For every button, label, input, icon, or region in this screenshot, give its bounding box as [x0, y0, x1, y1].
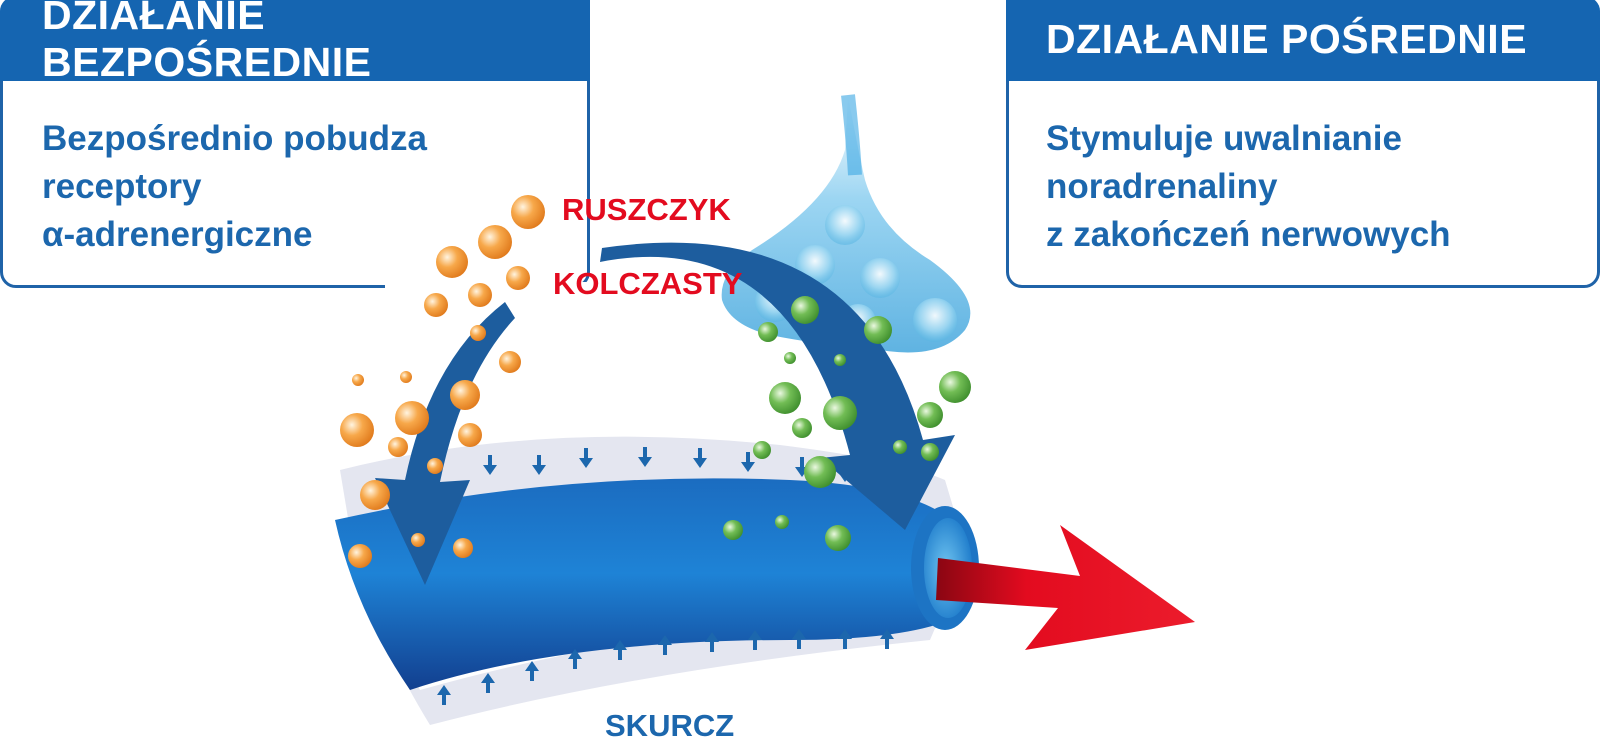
green-noradrenaline-particles: [723, 296, 971, 551]
indirect-action-line-1: Stymuluje uwalnianie: [1046, 119, 1402, 158]
indirect-action-line-2: noradrenaliny: [1046, 167, 1278, 206]
indirect-action-description: Stymuluje uwalnianie noradrenaliny z zak…: [1046, 115, 1451, 259]
plant-name-line-2: KOLCZASTY: [553, 266, 743, 301]
indirect-action-line-3: z zakończeń nerwowych: [1046, 215, 1451, 254]
contraction-label: SKURCZ: [605, 708, 735, 743]
direct-action-panel: DZIAŁANIE BEZPOŚREDNIE Bezpośrednio pobu…: [0, 0, 594, 292]
direct-action-line-2: receptory: [42, 167, 202, 206]
direct-action-description: Bezpośrednio pobudza receptory α-adrener…: [42, 115, 427, 259]
plant-name-line-1: RUSZCZYK: [562, 192, 731, 227]
indirect-action-arrow: [600, 242, 955, 530]
indirect-action-title: DZIAŁANIE POŚREDNIE: [1006, 0, 1600, 81]
blood-flow-arrow: [936, 525, 1195, 650]
indirect-action-panel: DZIAŁANIE POŚREDNIE Stymuluje uwalnianie…: [1006, 0, 1600, 288]
direct-action-line-3: α-adrenergiczne: [42, 215, 313, 254]
frame-gap: [385, 282, 594, 292]
orange-active-compounds: [340, 195, 545, 568]
direct-action-arrow: [375, 302, 515, 585]
direct-action-title: DZIAŁANIE BEZPOŚREDNIE: [0, 0, 590, 85]
contraction-arrows-top: [483, 447, 852, 482]
direct-action-line-1: Bezpośrednio pobudza: [42, 119, 427, 158]
contraction-arrows-bottom: [437, 629, 894, 705]
